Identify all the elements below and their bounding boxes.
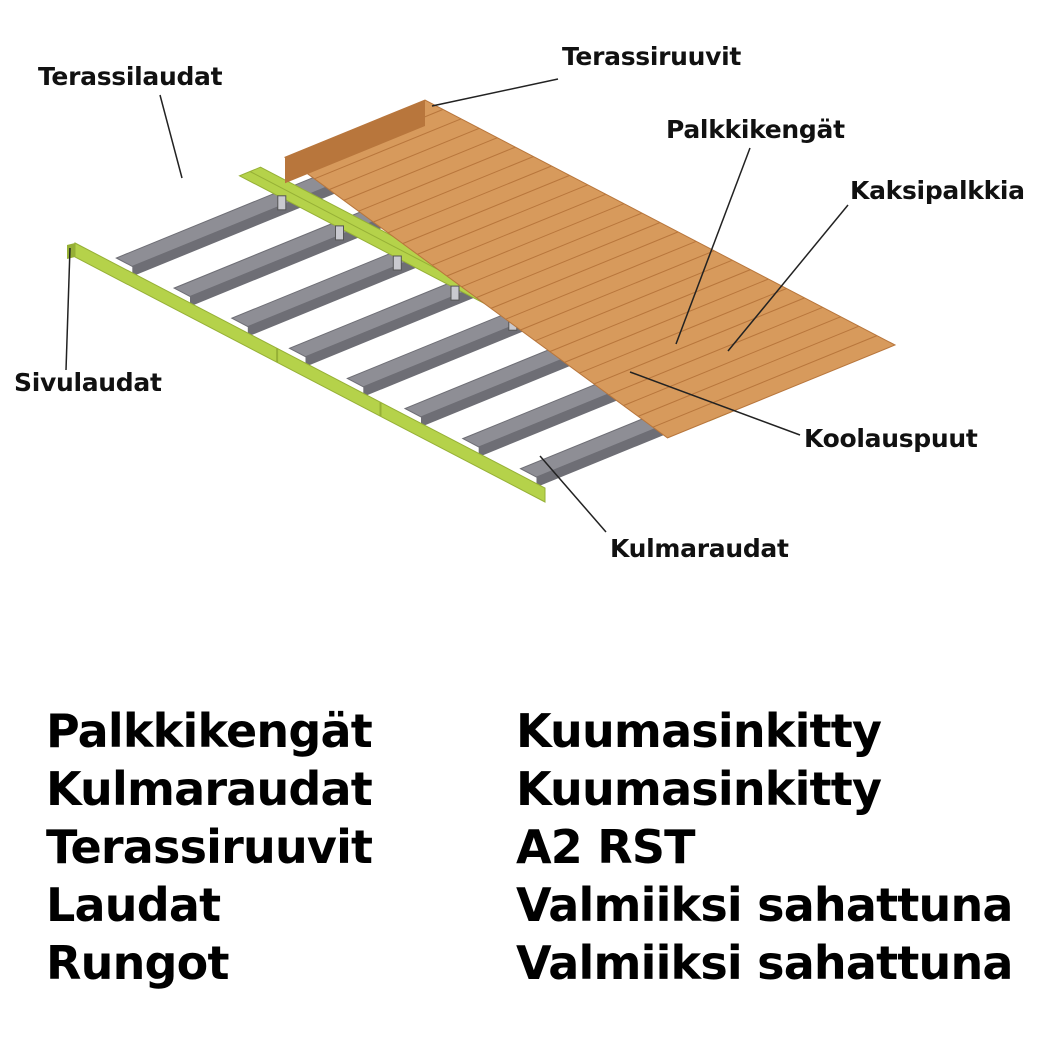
spec-value: Valmiiksi sahattuna [516, 936, 1013, 990]
decking-board-seam [652, 335, 878, 428]
spec-table: Palkkikengät Kuumasinkitty Kulmaraudat K… [46, 702, 1013, 992]
spec-row: Palkkikengät Kuumasinkitty [46, 702, 1006, 760]
decking-board-seam [549, 269, 751, 353]
decking-board-seam [476, 222, 661, 299]
leader-lines [65, 78, 849, 533]
decking-board-seam [461, 212, 643, 288]
spec-row: Laudat Valmiiksi sahattuna [46, 876, 1013, 934]
decking-board-seam [534, 259, 733, 342]
decking-edge [285, 100, 425, 184]
leader-line [629, 371, 801, 436]
spec-item: Laudat [46, 878, 221, 932]
spec-value: A2 RST [516, 820, 696, 874]
decking-board-seam [343, 137, 498, 201]
decking-board-seam [373, 156, 534, 223]
decking-board-seam [623, 316, 841, 407]
decking-board-seam [637, 325, 859, 417]
spec-row: Kulmaraudat Kuumasinkitty [46, 760, 1006, 818]
label-kaksipalkkia: Kaksipalkkia [850, 176, 1025, 205]
decking-board-seam [520, 250, 715, 331]
decking-board-seam [490, 231, 679, 309]
decking-board-seam [505, 240, 697, 320]
label-terassilaudat: Terassilaudat [38, 62, 223, 91]
spec-item: Terassiruuvit [46, 820, 373, 874]
joist-hanger [277, 195, 287, 211]
leader-line [65, 247, 71, 371]
decking-board-seam [446, 203, 624, 277]
joist-hanger [450, 285, 460, 301]
label-sivulaudat: Sivulaudat [14, 368, 162, 397]
label-koolauspuut: Koolauspuut [804, 424, 978, 453]
spec-value: Kuumasinkitty [516, 704, 882, 758]
decking-board-seam [564, 278, 769, 363]
spec-value: Kuumasinkitty [516, 762, 882, 816]
decking-boards [283, 99, 897, 439]
leader-line [727, 204, 849, 352]
decking-board-seam [417, 184, 588, 255]
spec-item: Rungot [46, 936, 229, 990]
decking-board-seam [328, 127, 480, 191]
spec-row: Terassiruuvit A2 RST [46, 818, 1006, 876]
label-kulmaraudat: Kulmaraudat [610, 534, 789, 563]
rim-end [67, 243, 75, 259]
label-terassiruuvit: Terassiruuvit [562, 42, 742, 71]
joist-hanger [392, 255, 402, 271]
decking-board-seam [358, 146, 516, 212]
spec-item: Kulmaraudat [46, 762, 373, 816]
decking-board-seam [402, 174, 570, 245]
decking-board-seam [431, 193, 606, 266]
decking-board-seam [387, 165, 552, 234]
decking-board-seam [314, 118, 462, 180]
joist-hanger [335, 225, 344, 241]
decking-board-seam [608, 306, 823, 396]
spec-value: Valmiiksi sahattuna [516, 878, 1013, 932]
leader-line [431, 78, 559, 107]
decking-board-seam [593, 297, 805, 385]
label-palkkikengat: Palkkikengät [666, 115, 845, 144]
decking-board-seam [579, 288, 787, 374]
deck-diagram [65, 78, 897, 533]
spec-item: Palkkikengät [46, 704, 373, 758]
leader-line [159, 94, 183, 179]
spec-row: Rungot Valmiiksi sahattuna [46, 934, 1013, 992]
leader-line [675, 147, 751, 345]
leader-line [539, 455, 607, 533]
